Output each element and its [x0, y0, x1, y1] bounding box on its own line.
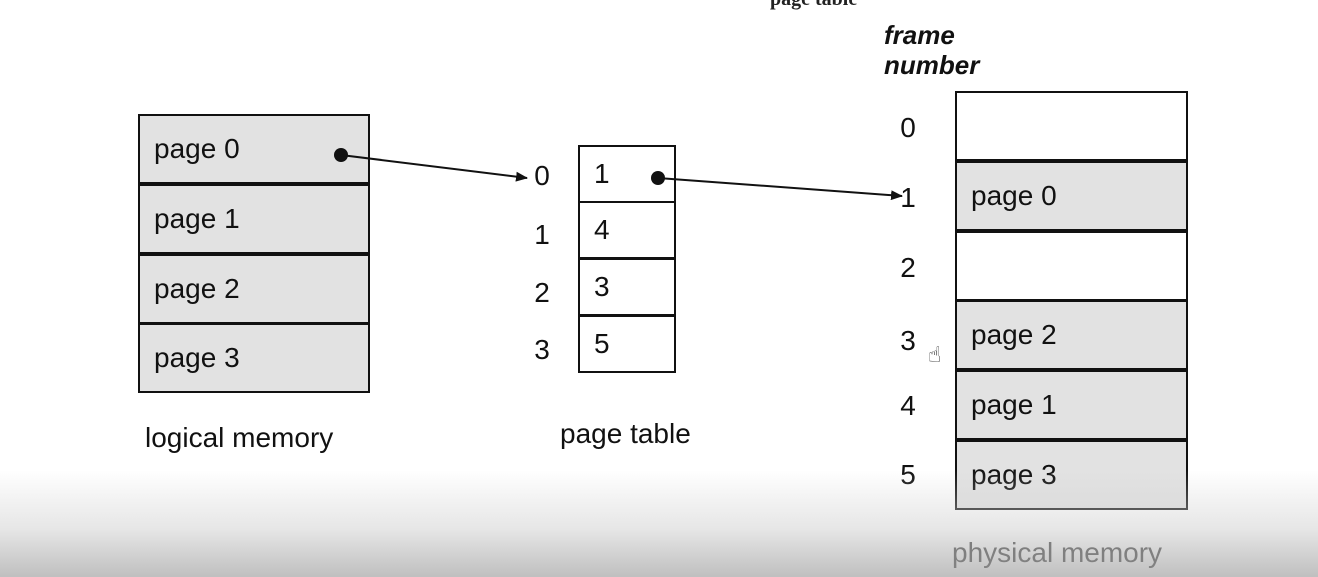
logical-page-0: page 0	[138, 114, 370, 184]
page-table-entry-1: 4	[578, 201, 676, 259]
cut-off-title: page table	[770, 0, 857, 11]
arrow-page-table-to-frame	[657, 177, 903, 201]
logical-page-label: page 1	[154, 203, 240, 234]
frame-number: 1	[900, 182, 916, 213]
frame-number: 3	[900, 325, 916, 356]
logical-page-3: page 3	[138, 323, 370, 393]
page-table-entry-value: 4	[594, 214, 610, 245]
page-table-index: 0	[534, 160, 550, 191]
logical-memory-caption: logical memory	[145, 422, 334, 453]
page-table-entry-3: 5	[578, 315, 676, 373]
physical-frame-1: page 0	[955, 161, 1188, 231]
hand-cursor-icon: ☝	[928, 342, 942, 367]
physical-frame-label: page 2	[971, 319, 1057, 350]
page-table-index: 2	[534, 277, 550, 308]
frame-number-header: frame number	[884, 20, 979, 80]
logical-page-1: page 1	[138, 184, 370, 254]
logical-page-label: page 2	[154, 273, 240, 304]
physical-frame-label: page 1	[971, 389, 1057, 420]
arrow-logical-to-page-table	[340, 154, 528, 182]
page-table-entry-value: 3	[594, 271, 610, 302]
logical-page-2: page 2	[138, 254, 370, 324]
page-table-index: 3	[534, 334, 550, 365]
frame-number: 4	[900, 390, 916, 421]
page-table-entry-value: 5	[594, 328, 610, 359]
logical-page-label: page 3	[154, 342, 240, 373]
logical-page-label: page 0	[154, 133, 240, 164]
physical-frame-0	[955, 91, 1188, 161]
physical-frame-3: page 2	[955, 300, 1188, 370]
page-table-entry-value: 1	[594, 158, 610, 189]
page-table-caption: page table	[560, 418, 691, 449]
frame-number-header-text: frame number	[884, 20, 980, 80]
physical-frame-4: page 1	[955, 370, 1188, 440]
frame-number: 2	[900, 252, 916, 283]
physical-frame-label: page 0	[971, 180, 1057, 211]
frame-number: 0	[900, 112, 916, 143]
page-table-index: 1	[534, 219, 550, 250]
